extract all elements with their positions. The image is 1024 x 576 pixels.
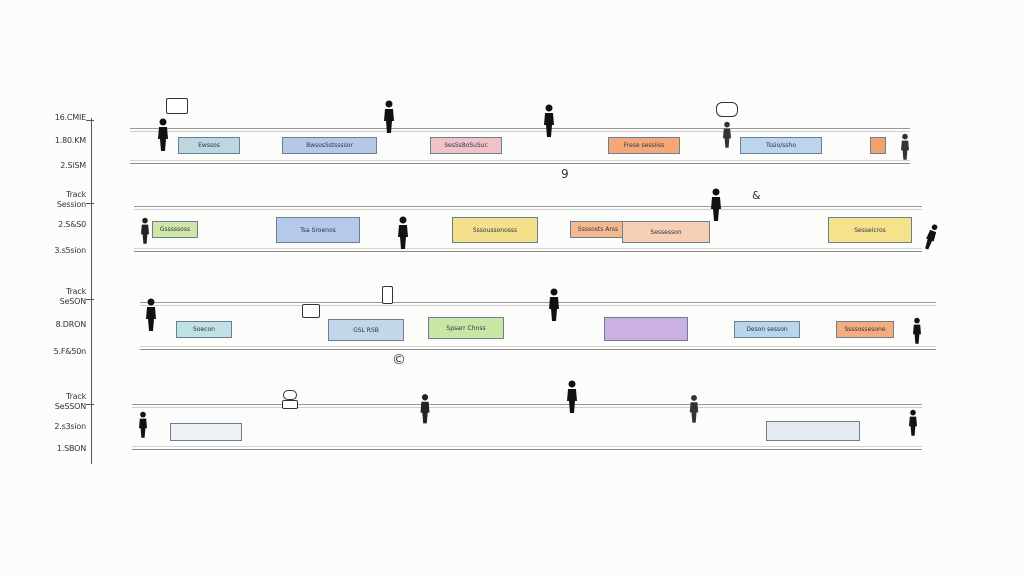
track-lane-1: Ewssos BwsosSstssssor SesSs8oSuSuc Frese… bbox=[130, 128, 910, 164]
session-block[interactable] bbox=[604, 317, 688, 341]
axis-label: Track SeSON bbox=[59, 287, 87, 306]
person-icon bbox=[382, 100, 396, 134]
person-icon bbox=[688, 394, 700, 424]
axis-tick bbox=[86, 404, 94, 405]
person-icon bbox=[547, 288, 561, 322]
axis-label: 1.80.KM bbox=[54, 136, 86, 145]
session-block[interactable]: Soecon bbox=[176, 321, 232, 338]
person-icon bbox=[137, 411, 148, 438]
speech-bubble-icon bbox=[716, 102, 738, 117]
axis-tick bbox=[86, 203, 94, 204]
session-block[interactable]: Sssoussonosss bbox=[452, 217, 538, 243]
vertical-axis-line bbox=[91, 118, 92, 464]
session-block[interactable]: Frese sessiiss bbox=[608, 137, 680, 154]
person-icon bbox=[721, 121, 732, 148]
axis-tick bbox=[86, 299, 94, 300]
axis-label: 1.SBON bbox=[56, 444, 86, 453]
person-icon bbox=[565, 380, 579, 414]
session-block[interactable]: Tssio/ssho bbox=[740, 137, 822, 154]
session-block[interactable]: BwsosSstssssor bbox=[282, 137, 377, 154]
axis-label: 3.s5sion bbox=[54, 246, 86, 255]
axis-tick bbox=[86, 120, 94, 121]
axis-label: 16.CMIE bbox=[54, 113, 86, 122]
session-block[interactable] bbox=[870, 137, 886, 154]
annotation-mark: & bbox=[752, 189, 761, 202]
person-icon bbox=[911, 317, 922, 344]
session-block[interactable]: Ssssosts Arss bbox=[570, 221, 626, 238]
person-icon bbox=[144, 298, 158, 332]
session-block[interactable]: GSL RSB bbox=[328, 319, 404, 341]
session-block[interactable] bbox=[766, 421, 860, 441]
person-icon bbox=[709, 188, 723, 222]
axis-label: 8.DRON bbox=[55, 320, 87, 329]
person-icon bbox=[156, 118, 170, 152]
person-icon bbox=[542, 104, 556, 138]
annotation-mark: 9 bbox=[561, 167, 569, 181]
person-icon bbox=[139, 217, 150, 244]
session-block[interactable]: Gsssssoss bbox=[152, 221, 198, 238]
axis-label: 5.F&50n bbox=[53, 347, 87, 356]
person-icon bbox=[921, 222, 941, 251]
annotation-mark: © bbox=[392, 352, 406, 368]
axis-label: Track SeSSON bbox=[54, 392, 86, 411]
axis-label: 2.s3sion bbox=[54, 422, 86, 431]
session-block[interactable]: Spsarr Chnss bbox=[428, 317, 504, 339]
person-icon bbox=[396, 216, 410, 250]
track-lane-2: Gsssssoss Tsa Sroenos Sssoussonosss Ssss… bbox=[134, 206, 922, 252]
session-block[interactable]: Tsa Sroenos bbox=[276, 217, 360, 243]
person-icon bbox=[907, 409, 918, 436]
bubble-icon bbox=[283, 390, 297, 400]
session-block[interactable]: SesSs8oSuSuc bbox=[430, 137, 502, 154]
session-block[interactable]: Ewssos bbox=[178, 137, 240, 154]
track-lane-4 bbox=[132, 404, 922, 450]
session-block[interactable]: Deson sesson bbox=[734, 321, 800, 338]
session-block[interactable]: Ssssossesone bbox=[836, 321, 894, 338]
axis-label: Track Session bbox=[56, 190, 86, 209]
person-icon bbox=[419, 394, 432, 425]
monitor-icon bbox=[302, 304, 320, 318]
session-block[interactable]: Sesseicros bbox=[828, 217, 912, 243]
device-icon bbox=[282, 400, 298, 409]
person-icon bbox=[899, 133, 910, 160]
session-block[interactable]: Sessesson bbox=[622, 221, 710, 243]
axis-label: 2.SiSM bbox=[60, 161, 86, 170]
track-lane-3: Soecon GSL RSB Spsarr Chnss Deson sesson… bbox=[140, 302, 936, 350]
speech-bubble-icon bbox=[166, 98, 188, 114]
axis-label: 2.S&S0 bbox=[58, 220, 86, 229]
session-block[interactable] bbox=[170, 423, 242, 441]
robot-icon bbox=[382, 286, 393, 304]
